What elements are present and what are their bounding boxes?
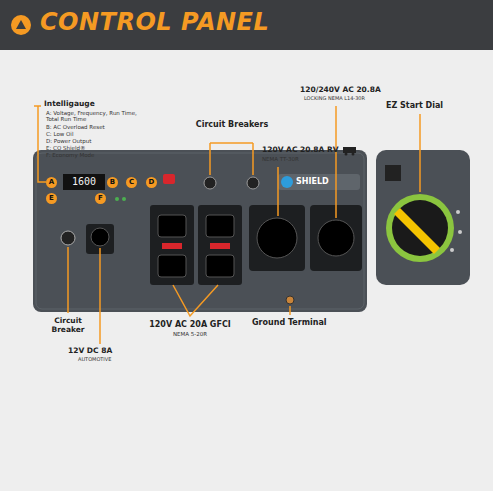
gauge-letter: B — [107, 177, 118, 188]
gauge-letter: E — [46, 193, 57, 204]
legend-line: A: Voltage, Frequency, Run Time, Total R… — [46, 110, 138, 123]
legend-line: F: Economy Mode — [46, 152, 94, 158]
display-digits: 1600 — [65, 176, 103, 188]
callout-label: 120V AC 20.8A RV — [262, 146, 339, 155]
gauge-letter: F — [95, 193, 106, 204]
callout-label: Circuit Breaker — [44, 317, 92, 334]
callout-sub: AUTOMOTIVE — [78, 357, 111, 363]
logo-text: SHIELD — [296, 177, 356, 186]
gauge-letter: D — [146, 177, 157, 188]
callout-label: 120V AC 20A GFCI — [130, 320, 250, 329]
gauge-letter: A — [46, 177, 57, 188]
gauge-letter: C — [126, 177, 137, 188]
callout-sub: NEMA 5-20R — [130, 331, 250, 337]
legend-line: C: Low Oil — [46, 131, 73, 137]
legend-line: E: CO Shield® — [46, 145, 85, 151]
legend-line: D: Power Output — [46, 138, 91, 144]
callout-sub: NEMA TT-30R — [262, 156, 299, 162]
callout-label: 12V DC 8A — [68, 347, 112, 356]
callout-label: EZ Start Dial — [386, 101, 443, 110]
legend-line: B: AC Overload Reset — [46, 124, 105, 130]
callout-heading: Intelligauge — [44, 100, 95, 109]
callout-label: 120/240V AC 20.8A — [300, 86, 381, 95]
page-title: CONTROL PANEL — [40, 9, 269, 37]
callout-label: Circuit Breakers — [195, 120, 269, 129]
callout-label: Ground Terminal — [252, 318, 327, 327]
callout-sub: LOCKING NEMA L14-30R — [304, 96, 365, 102]
